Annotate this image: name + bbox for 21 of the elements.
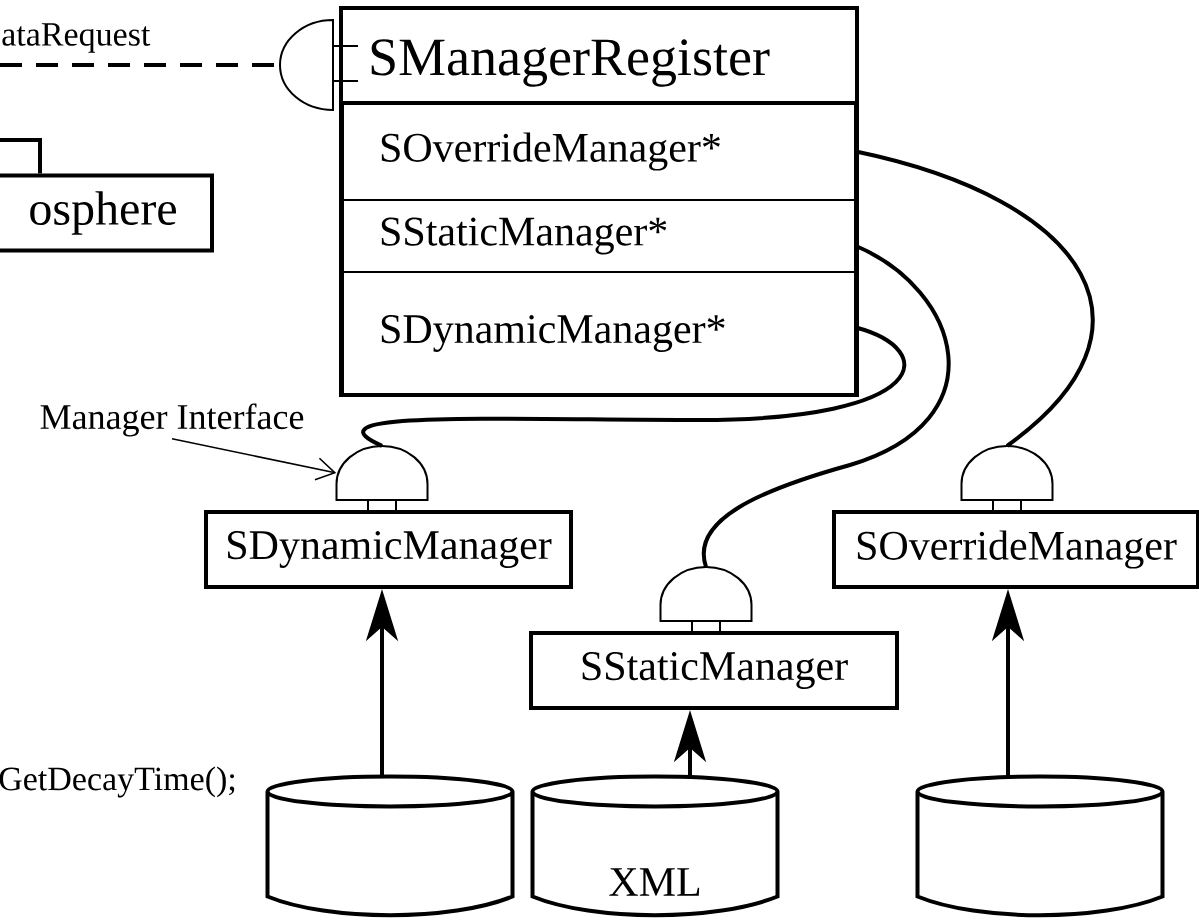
interface-socket <box>279 19 359 111</box>
class-box: osphere <box>0 173 214 253</box>
interface-socket <box>960 445 1054 513</box>
callout-text: Manager Interface <box>40 403 304 437</box>
edge-label: ataRequest <box>2 23 151 53</box>
connector <box>363 325 906 448</box>
database-cylinder: XML <box>530 774 780 918</box>
class-member: SDynamicManager* <box>342 271 856 396</box>
database-cylinder <box>265 774 515 918</box>
connector <box>0 138 42 174</box>
database-cylinder <box>915 774 1165 918</box>
class-member: SStaticManager* <box>342 199 856 273</box>
interface-socket <box>659 566 753 634</box>
code-label: GetDecayTime(); <box>0 766 235 798</box>
connector <box>701 244 951 568</box>
class-box: SStaticManager <box>529 631 899 710</box>
arrow <box>171 437 337 481</box>
class-box: SDynamicManager <box>204 510 573 589</box>
interface-socket <box>335 445 429 513</box>
class-box: SOverrideManager <box>832 510 1199 589</box>
class-member: SOverrideManager* <box>342 102 856 201</box>
